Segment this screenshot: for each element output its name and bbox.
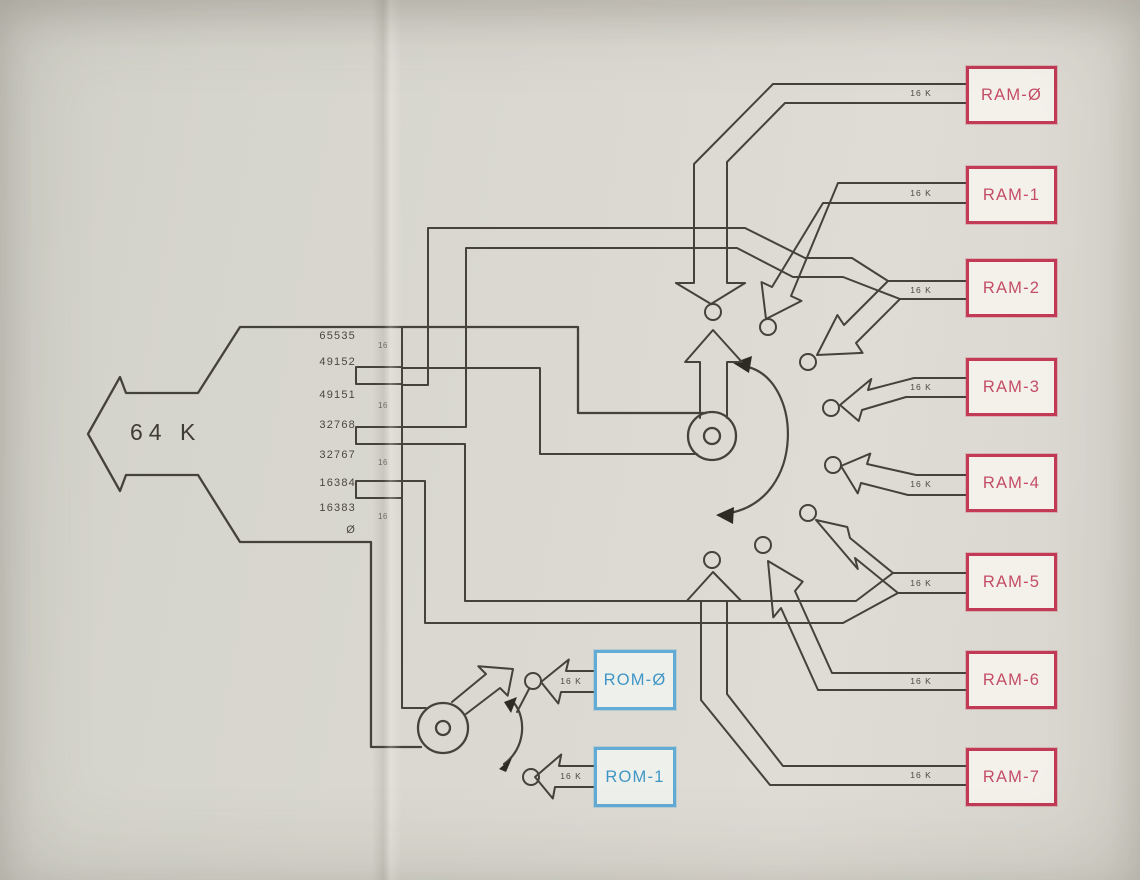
block-size-tick: 16 <box>378 341 388 350</box>
rom-selector-wiper-arrow <box>451 665 514 715</box>
ram-bank-0-box: RAM-Ø <box>966 66 1057 124</box>
ram-0-bus-size-label: 16 K <box>910 88 932 98</box>
wire-top-window-lower-edge <box>401 367 698 455</box>
memory-strip-line <box>401 326 427 709</box>
ram-bank-7-box: RAM-7 <box>966 748 1057 806</box>
address-label-zero: Ø <box>346 524 356 536</box>
tap-16384-16383 <box>355 480 403 499</box>
ram-selector-wiper-arrow <box>684 329 743 419</box>
ram-5-bus-size-label: 16 K <box>910 578 932 588</box>
ram-6-bus-arrow <box>767 560 969 691</box>
rom-selector-rotor-pivot <box>434 719 452 737</box>
ram-0-bus-arrow <box>674 83 969 305</box>
contact-ram-5 <box>799 504 817 522</box>
contact-rom-1 <box>522 768 540 786</box>
rom-selector-rotor <box>416 701 470 755</box>
ram-2-bus-arrow <box>816 280 969 356</box>
address-label-49151: 49151 <box>319 389 356 401</box>
ram-6-bus-size-label: 16 K <box>910 676 932 686</box>
ram-bank-6-box: RAM-6 <box>966 651 1057 709</box>
ram-selector-rotation-arc <box>728 365 789 515</box>
ram-3-bus-size-label: 16 K <box>910 382 932 392</box>
arc-arrowhead <box>504 697 517 713</box>
address-label-32768: 32768 <box>319 419 356 431</box>
rom-selector-rotation-arc <box>502 701 524 766</box>
block-size-tick: 16 <box>378 458 388 467</box>
ram-3-bus-arrow <box>839 377 969 422</box>
rom-1-bus-size-label: 16 K <box>560 771 582 781</box>
address-label-16384: 16384 <box>319 477 356 489</box>
ram-bank-2-box: RAM-2 <box>966 259 1057 317</box>
rom-bank-1-box: ROM-1 <box>594 747 676 807</box>
arc-arrowhead <box>733 356 752 373</box>
ram-5-bus-arrow <box>815 519 969 594</box>
contact-ram-0 <box>704 303 722 321</box>
ram-1-bus-arrow <box>760 182 969 320</box>
address-label-32767: 32767 <box>319 449 356 461</box>
wire-window2-lower-edge <box>401 247 901 428</box>
rom-contact-tick <box>516 688 530 713</box>
rom-1-bus-arrow <box>534 753 596 800</box>
tap-32768-32767 <box>355 426 403 445</box>
ram-7-bus-arrow <box>685 571 969 786</box>
rom-0-bus-size-label: 16 K <box>560 676 582 686</box>
ram-bank-3-box: RAM-3 <box>966 358 1057 416</box>
contact-ram-2 <box>799 353 817 371</box>
rom-bank-0-box: ROM-Ø <box>594 650 676 710</box>
ram-selector-rotor <box>686 410 738 462</box>
arc-arrowhead <box>499 758 512 772</box>
ram-4-bus-size-label: 16 K <box>910 479 932 489</box>
ram-7-bus-size-label: 16 K <box>910 770 932 780</box>
ram-1-bus-size-label: 16 K <box>910 188 932 198</box>
contact-ram-1 <box>759 318 777 336</box>
wire-window1-upper-edge <box>401 443 894 602</box>
rom-0-bus-arrow <box>540 658 597 705</box>
contact-ram-4 <box>824 456 842 474</box>
ram-2-bus-size-label: 16 K <box>910 285 932 295</box>
contact-rom-0 <box>524 672 542 690</box>
tap-49152-49151 <box>355 366 403 385</box>
address-label-65535: 65535 <box>319 330 356 342</box>
address-label-16383: 16383 <box>319 502 356 514</box>
ram-bank-1-box: RAM-1 <box>966 166 1057 224</box>
block-size-tick: 16 <box>378 512 388 521</box>
wire-window1-lower-edge <box>401 480 899 624</box>
wire-window2-upper-edge <box>401 227 889 386</box>
block-size-tick: 16 <box>378 401 388 410</box>
ram-selector-rotor-pivot <box>702 426 722 446</box>
ram-bank-4-box: RAM-4 <box>966 454 1057 512</box>
address-label-49152: 49152 <box>319 356 356 368</box>
address-space-total-label: 64 K <box>130 419 202 445</box>
contact-ram-3 <box>822 399 840 417</box>
arc-arrowhead <box>716 507 734 524</box>
contact-ram-6 <box>754 536 772 554</box>
contact-ram-7 <box>703 551 721 569</box>
ram-bank-5-box: RAM-5 <box>966 553 1057 611</box>
ram-4-bus-arrow <box>840 452 969 496</box>
